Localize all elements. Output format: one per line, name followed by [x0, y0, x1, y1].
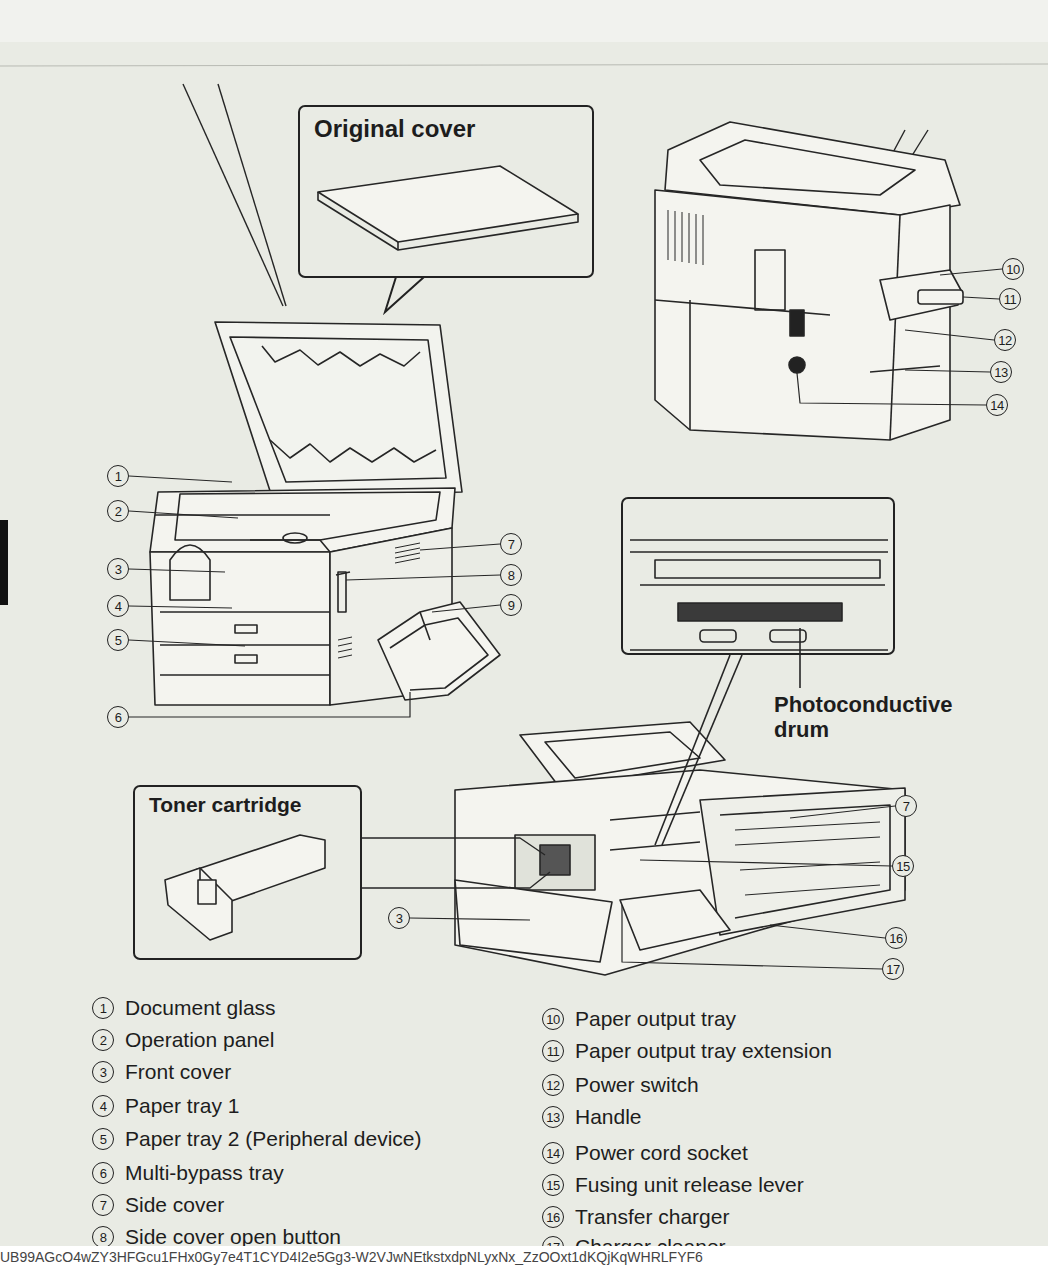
part-name: Power cord socket: [575, 1142, 748, 1163]
callout-number: 8: [500, 564, 522, 586]
callout-number: 10: [1002, 258, 1024, 280]
part-name: Paper output tray extension: [575, 1040, 832, 1061]
part-name: Power switch: [575, 1074, 699, 1095]
callout-number: 16: [885, 927, 907, 949]
callout-number: 11: [999, 288, 1021, 310]
list-number: 3: [92, 1061, 114, 1083]
part-name: Transfer charger: [575, 1206, 729, 1227]
list-number: 2: [92, 1029, 114, 1051]
callout-box: Original cover: [298, 105, 594, 278]
callout-box: Photoconductive drum: [621, 497, 895, 655]
part-name: Document glass: [125, 997, 276, 1018]
callout-number: 17: [882, 958, 904, 980]
list-number: 15: [542, 1174, 564, 1196]
list-number: 5: [92, 1128, 114, 1150]
callout-number: 5: [107, 629, 129, 651]
part-name: Front cover: [125, 1061, 231, 1082]
toner-sketch: [165, 835, 325, 940]
part-name: Side cover open button: [125, 1226, 341, 1247]
part-name: Side cover: [125, 1194, 224, 1215]
address-band: [0, 1246, 1048, 1280]
list-number: 8: [92, 1226, 114, 1248]
callout-number: 12: [994, 329, 1016, 351]
part-name: Handle: [575, 1106, 642, 1127]
callout-number: 1: [107, 465, 129, 487]
callout-number: 4: [107, 595, 129, 617]
callout-number: 3: [388, 907, 410, 929]
callout-title: Original cover: [314, 115, 475, 143]
screen-edge: [0, 64, 1048, 66]
callout-number: 6: [107, 706, 129, 728]
list-number: 6: [92, 1162, 114, 1184]
callout-number: 3: [107, 558, 129, 580]
list-number: 10: [542, 1008, 564, 1030]
cover-sketch: [318, 166, 578, 250]
callout-number: 7: [500, 533, 522, 555]
screen-bezel: [0, 520, 8, 605]
copier-front: [150, 322, 500, 705]
address-text: UB99AGcO4wZY3HFGcu1FHx0Gy7e4T1CYD4I2e5Gg…: [0, 1246, 1048, 1280]
part-name: Fusing unit release lever: [575, 1174, 804, 1195]
callout-title: Photoconductive drum: [774, 692, 979, 743]
list-number: 13: [542, 1106, 564, 1128]
part-name: Paper tray 1: [125, 1095, 239, 1116]
part-name: Multi-bypass tray: [125, 1162, 284, 1183]
leader-lines: [362, 838, 550, 888]
pointer-tip: [385, 277, 424, 312]
callout-number: 7: [895, 795, 917, 817]
list-number: 12: [542, 1074, 564, 1096]
callout-leaders: [129, 269, 1002, 969]
copier-rear: [655, 122, 963, 440]
list-number: 11: [542, 1040, 564, 1062]
list-number: 4: [92, 1095, 114, 1117]
part-name: Paper tray 2 (Peripheral device): [125, 1128, 421, 1149]
callout-number: 14: [986, 394, 1008, 416]
list-number: 14: [542, 1142, 564, 1164]
callout-box: Toner cartridge: [133, 785, 362, 960]
callout-title: Toner cartridge: [149, 793, 301, 817]
part-name: Paper output tray: [575, 1008, 736, 1029]
callout-number: 9: [500, 594, 522, 616]
screen-band: [0, 0, 1048, 42]
callout-number: 2: [107, 500, 129, 522]
list-number: 1: [92, 997, 114, 1019]
callout-number: 15: [892, 855, 914, 877]
copier-open: [455, 722, 905, 975]
list-number: 16: [542, 1206, 564, 1228]
part-name: Operation panel: [125, 1029, 274, 1050]
callout-number: 13: [990, 361, 1012, 383]
list-number: 7: [92, 1194, 114, 1216]
